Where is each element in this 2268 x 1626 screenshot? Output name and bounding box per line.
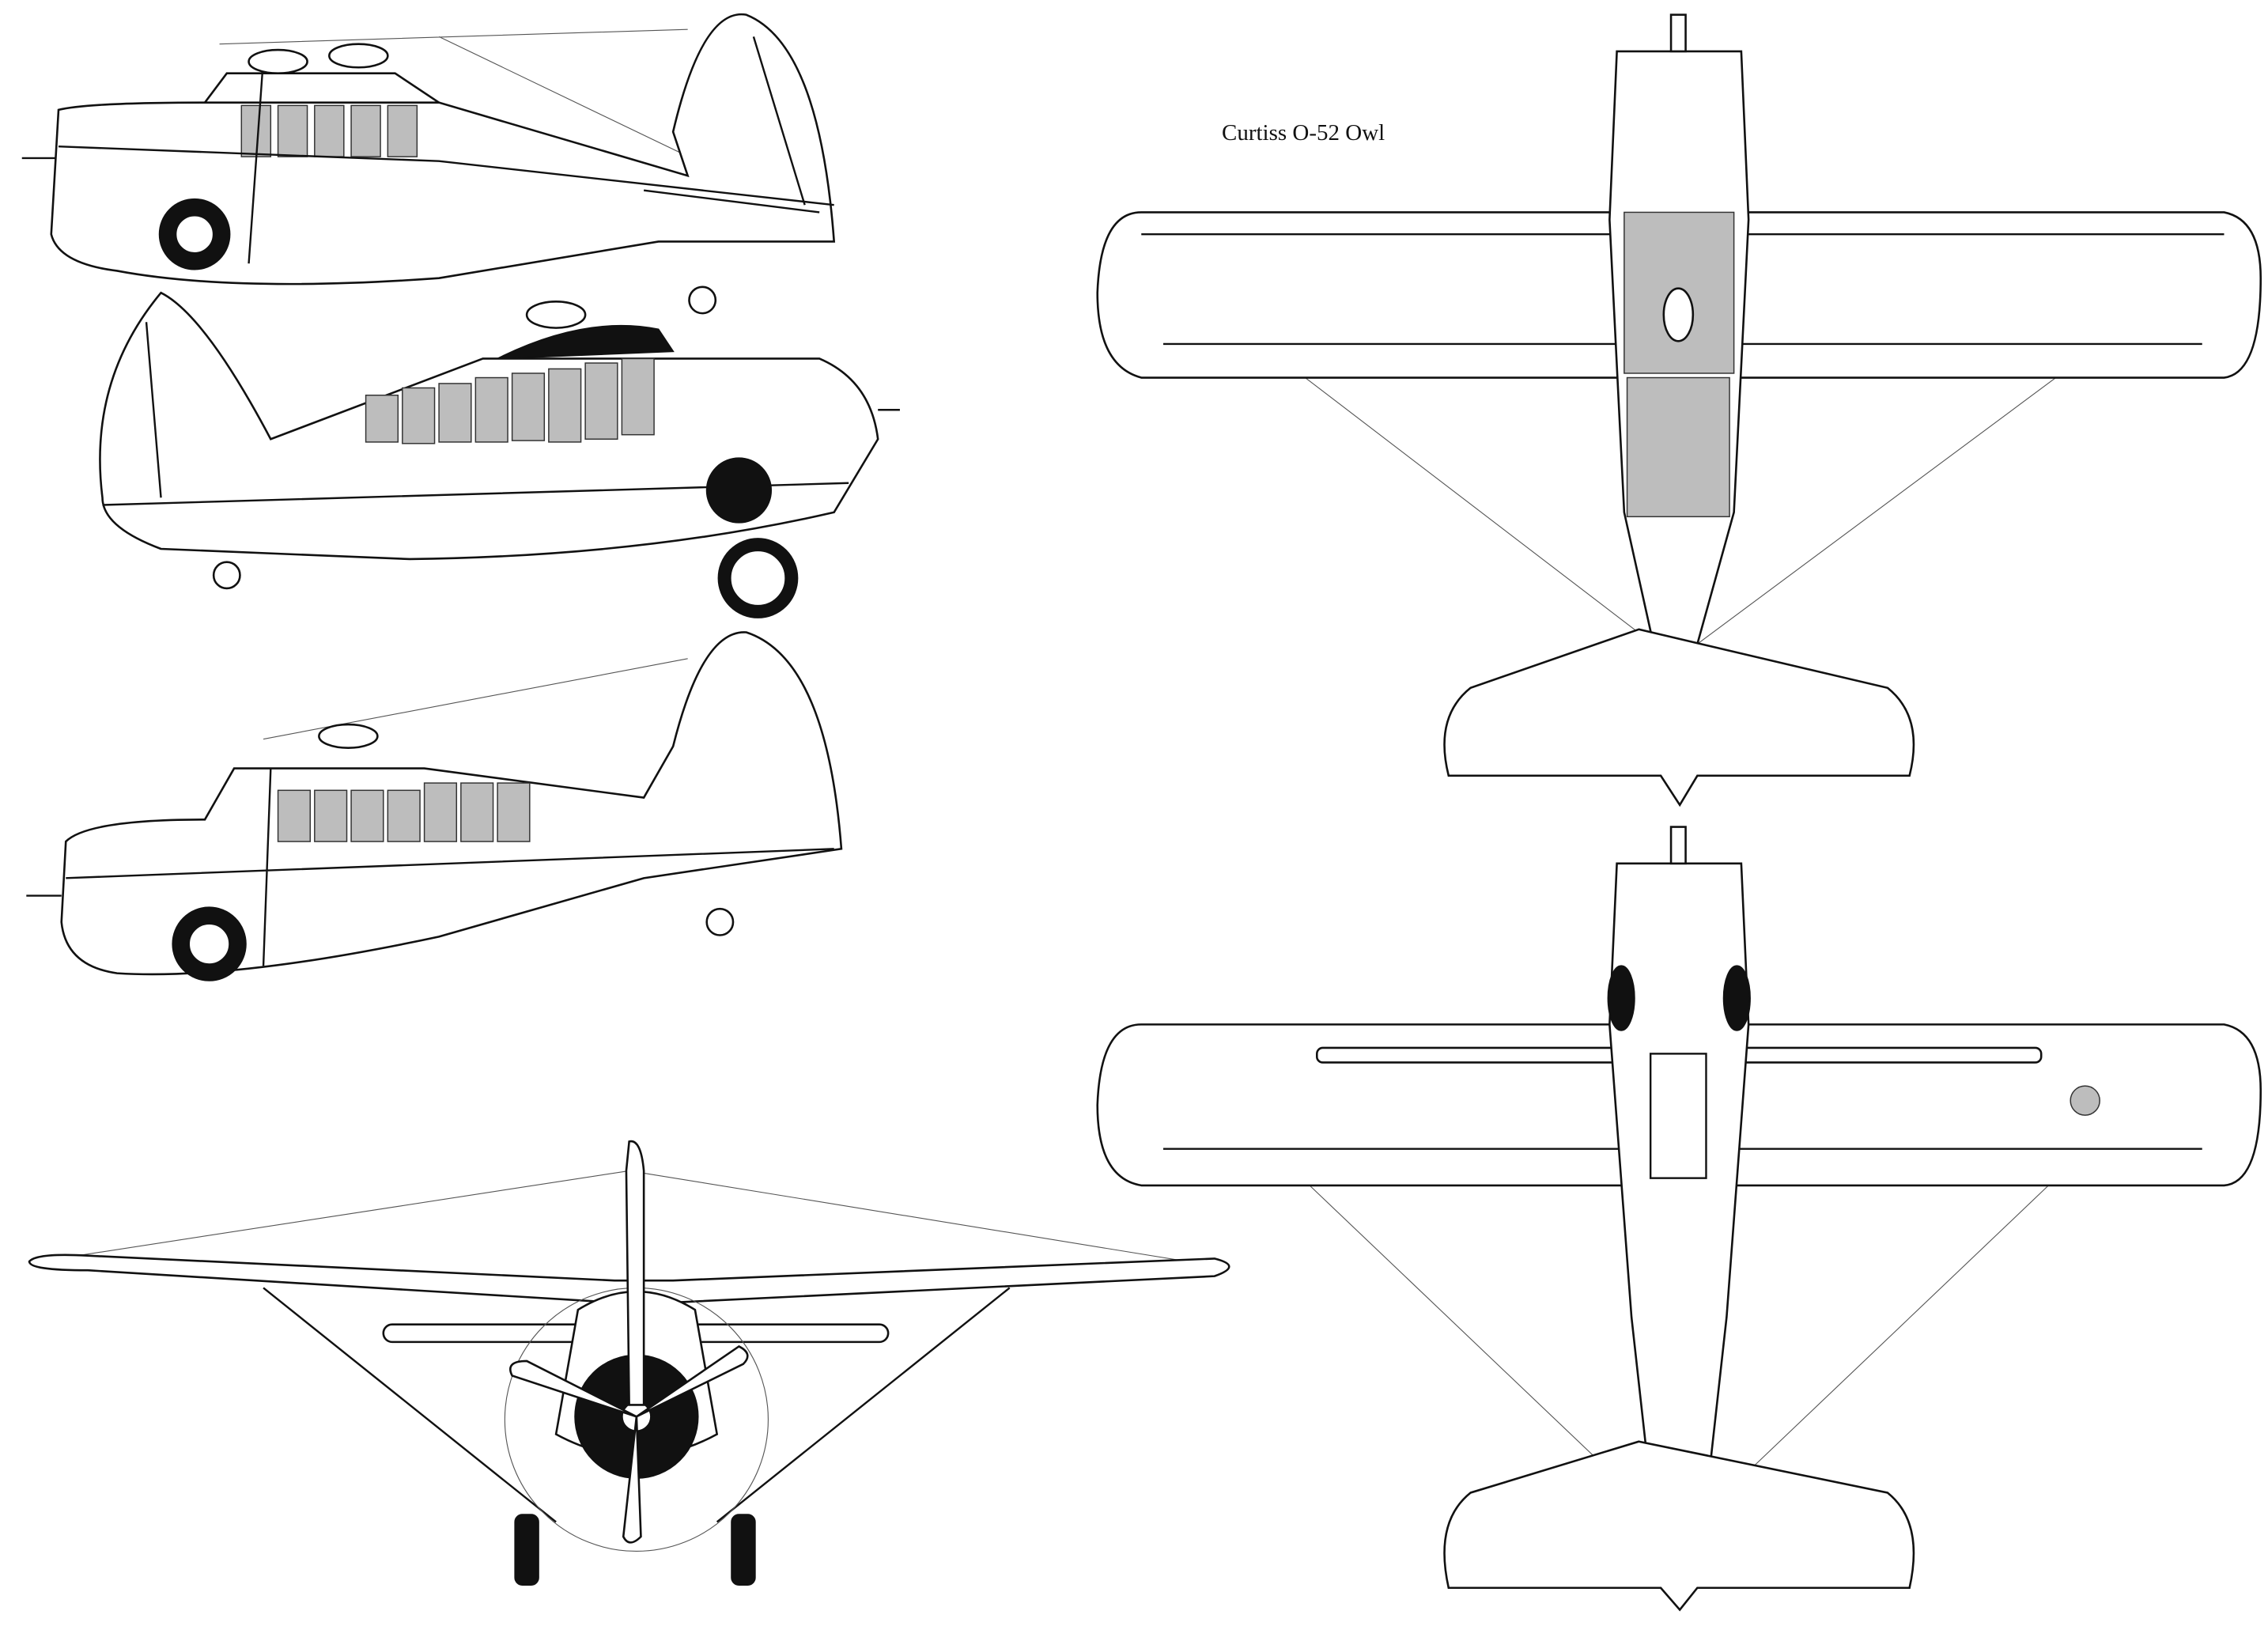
canopy-windows	[240, 104, 418, 157]
side-view-3	[26, 631, 843, 981]
front-view	[28, 1140, 1230, 1586]
cabin-windows	[365, 357, 655, 444]
bottom-view	[1096, 826, 2262, 1612]
top-view	[1096, 13, 2262, 807]
side-view-1	[21, 13, 836, 315]
drawing-title: Curtiss O-52 Owl	[1222, 120, 1385, 146]
side-view-2	[99, 291, 900, 618]
cabin-windows-3	[277, 782, 531, 842]
